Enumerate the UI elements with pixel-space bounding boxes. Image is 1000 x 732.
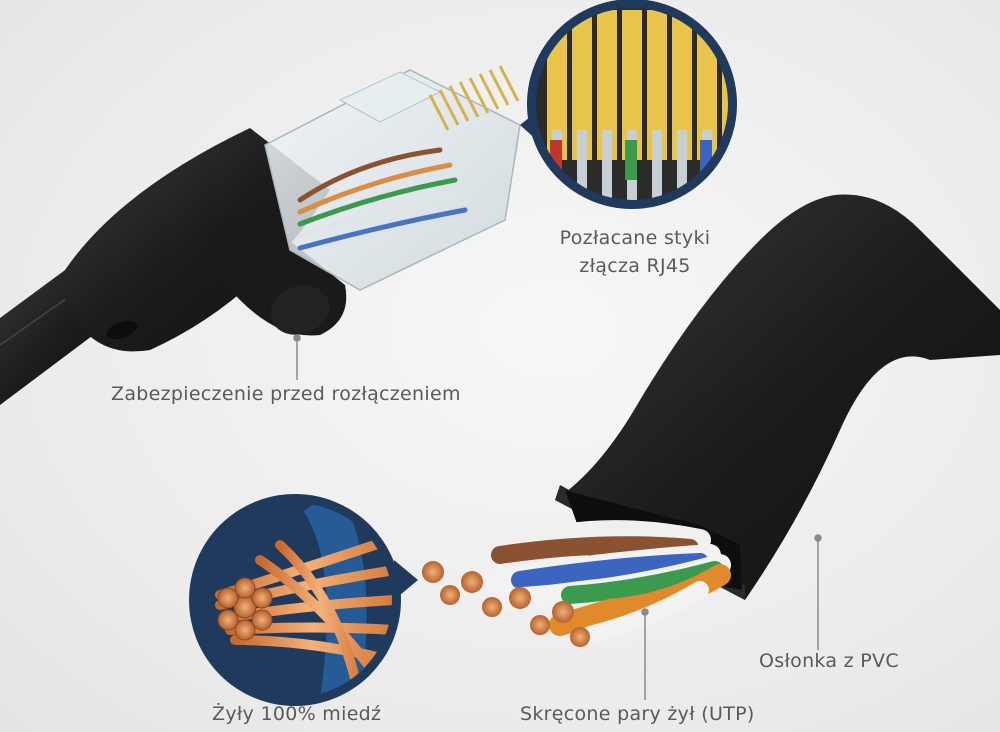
- gold-contacts-line2: złącza RJ45: [579, 255, 691, 277]
- latch-protection-label: Zabezpieczenie przed rozłączeniem: [111, 383, 461, 405]
- copper-wires-label: Żyły 100% miedź: [212, 703, 382, 725]
- pointer-lines: [293, 334, 822, 700]
- gold-contacts-line1: Pozłacane styki: [559, 227, 711, 249]
- twisted-pairs-label: Skręcone pary żył (UTP): [520, 703, 755, 725]
- rj45-plug-cable: [0, 65, 521, 405]
- copper-wires-badge: [189, 494, 418, 706]
- gold-contacts-label: Pozłacane styki złącza RJ45: [540, 224, 730, 280]
- twisted-pairs: [422, 520, 731, 647]
- pvc-jacket-label: Osłonka z PVC: [759, 650, 899, 672]
- gold-contacts-badge: [520, 0, 737, 209]
